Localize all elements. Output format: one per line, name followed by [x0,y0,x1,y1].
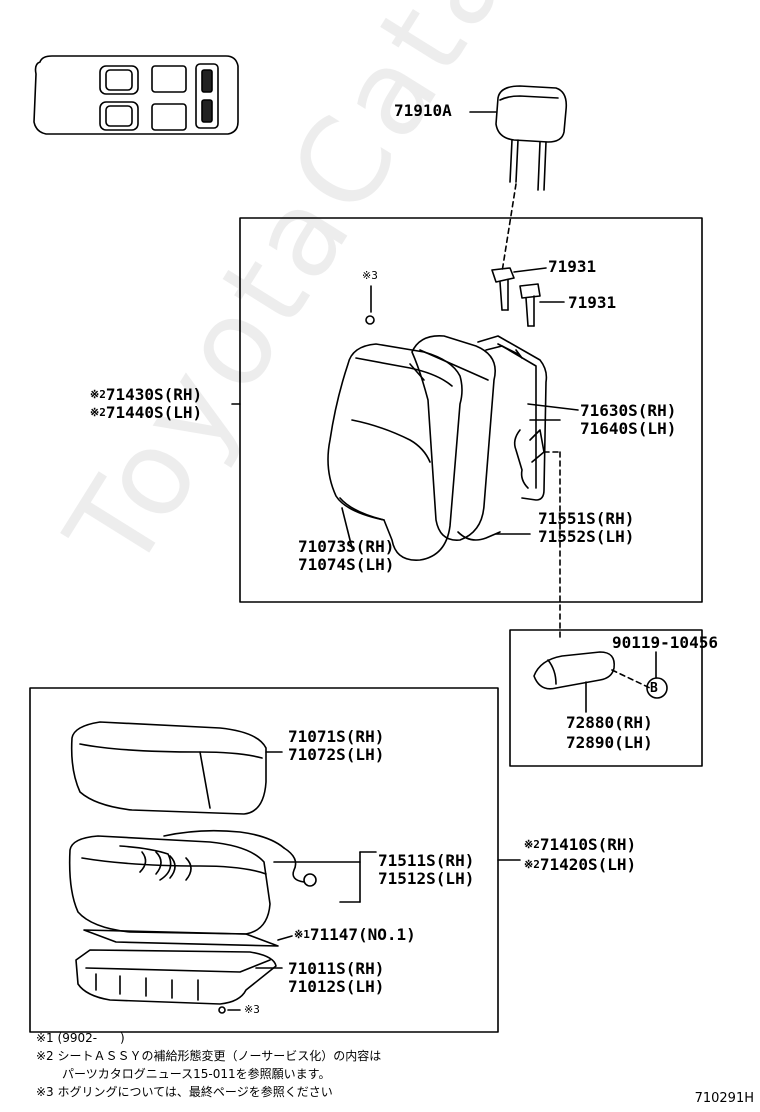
seat-location-thumbnail [33,55,239,135]
armrest-lh-label: 72890(LH) [566,733,653,752]
seatback-cover-drawing [327,343,463,561]
seatback-frame-lh-label: 71640S(LH) [580,419,677,438]
hog-ring-upper [365,285,375,325]
hog-ring-lower [218,1006,241,1014]
cushion-assy-rh-label: ※271410S(RH) [524,835,637,854]
headrest-part-label: 71910A [394,101,452,120]
seatback-assy-lh-label: ※271440S(LH) [90,403,203,422]
footnote-3: ※3 ホグリングについては、最終ページを参照ください [36,1085,333,1099]
hog-ring-lower-mark: ※3 [244,1003,260,1016]
headrest-support-label-1: 71931 [548,257,597,276]
hog-ring-upper-mark: ※3 [362,269,378,282]
seatback-frame-drawing [477,335,579,641]
cushion-cover-drawing [70,721,283,815]
footnote-1: ※1 (9902- ) [36,1031,125,1045]
armrest-rh-label: 72880(RH) [566,713,653,732]
cushion-plate-drawing [83,929,293,947]
seatback-pad-drawing [411,335,531,541]
headrest-support-left [491,267,547,311]
circle-b-label: B [650,681,658,696]
cushion-frame-drawing [75,949,283,1005]
cushion-cover-lh-label: 71072S(LH) [288,745,385,764]
footnote-2-line-1: ※2 シートＡＳＳＹの補給形態変更（ノーサービス化）の内容は [36,1049,382,1063]
seatback-box [239,217,703,603]
cushion-frame-lh-label: 71012S(LH) [288,977,385,996]
cushion-plate-label: ※171147(NO.1) [294,925,416,944]
circle-b-outline [646,677,668,699]
diagram-code: 710291H [694,1091,754,1106]
cushion-frame-rh-label: 71011S(RH) [288,959,385,978]
headrest-support-label-2: 71931 [568,293,617,312]
armrest-drawing [533,651,668,713]
cushion-cover-rh-label: 71071S(RH) [288,727,385,746]
seatback-cover-lh-label: 71074S(LH) [298,555,395,574]
armrest-box [509,629,703,767]
cushion-pad-rh-label: 71511S(RH) [378,851,475,870]
seatback-frame-rh-label: 71630S(RH) [580,401,677,420]
seatback-cover-rh-label: 71073S(RH) [298,537,395,556]
headrest-drawing [469,85,568,273]
headrest-support-right [519,283,565,327]
seatback-pad-lh-label: 71552S(LH) [538,527,635,546]
cushion-pad-drawing [68,829,377,935]
cushion-assy-lh-label: ※271420S(LH) [524,855,637,874]
seatback-assy-rh-label: ※271430S(RH) [90,385,203,404]
armrest-screw-label: 90119-10456 [612,633,718,652]
footnote-2-line-2: パーツカタログニュース15-011を参照願います。 [62,1067,331,1081]
cushion-pad-lh-label: 71512S(LH) [378,869,475,888]
seatback-pad-rh-label: 71551S(RH) [538,509,635,528]
